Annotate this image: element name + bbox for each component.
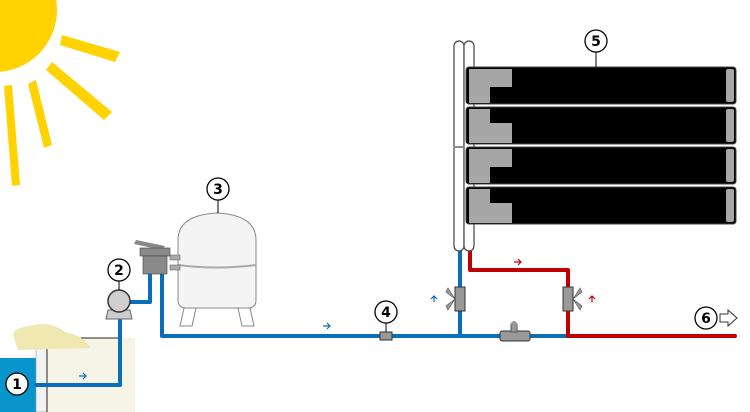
collector-panel (465, 66, 737, 105)
svg-text:6: 6 (701, 311, 711, 327)
svg-text:4: 4 (381, 305, 391, 321)
sun-icon (0, 0, 120, 186)
svg-text:2: 2 (114, 263, 124, 279)
non-return-valve (379, 322, 393, 341)
collector-panel (465, 146, 737, 185)
arrow-up-icon (430, 295, 438, 302)
label-4: 4 (374, 300, 398, 324)
label-3: 3 (206, 177, 230, 201)
flow-arrows (79, 258, 596, 380)
collector-panel (465, 186, 737, 225)
collector-panel (465, 106, 737, 145)
outlet-arrow-icon (719, 308, 738, 328)
cold-riser-valve (445, 286, 466, 312)
svg-text:5: 5 (591, 34, 601, 50)
label-6: 6 (694, 306, 718, 330)
arrow-right-icon (514, 258, 522, 266)
solar-collectors (465, 66, 737, 225)
arrow-right-icon (79, 372, 87, 380)
pump (105, 280, 133, 320)
label-5: 5 (584, 29, 608, 53)
label-1: 1 (5, 372, 29, 396)
label-2: 2 (107, 258, 131, 282)
arrow-right-icon (323, 322, 331, 330)
hot-return-valve (562, 286, 583, 312)
arrow-up-icon (588, 295, 596, 302)
pool (0, 324, 135, 412)
svg-text:1: 1 (12, 377, 22, 393)
sand-filter (134, 199, 257, 327)
bypass-valve (499, 321, 531, 342)
hot-pipe (468, 246, 737, 338)
svg-text:3: 3 (213, 182, 223, 198)
